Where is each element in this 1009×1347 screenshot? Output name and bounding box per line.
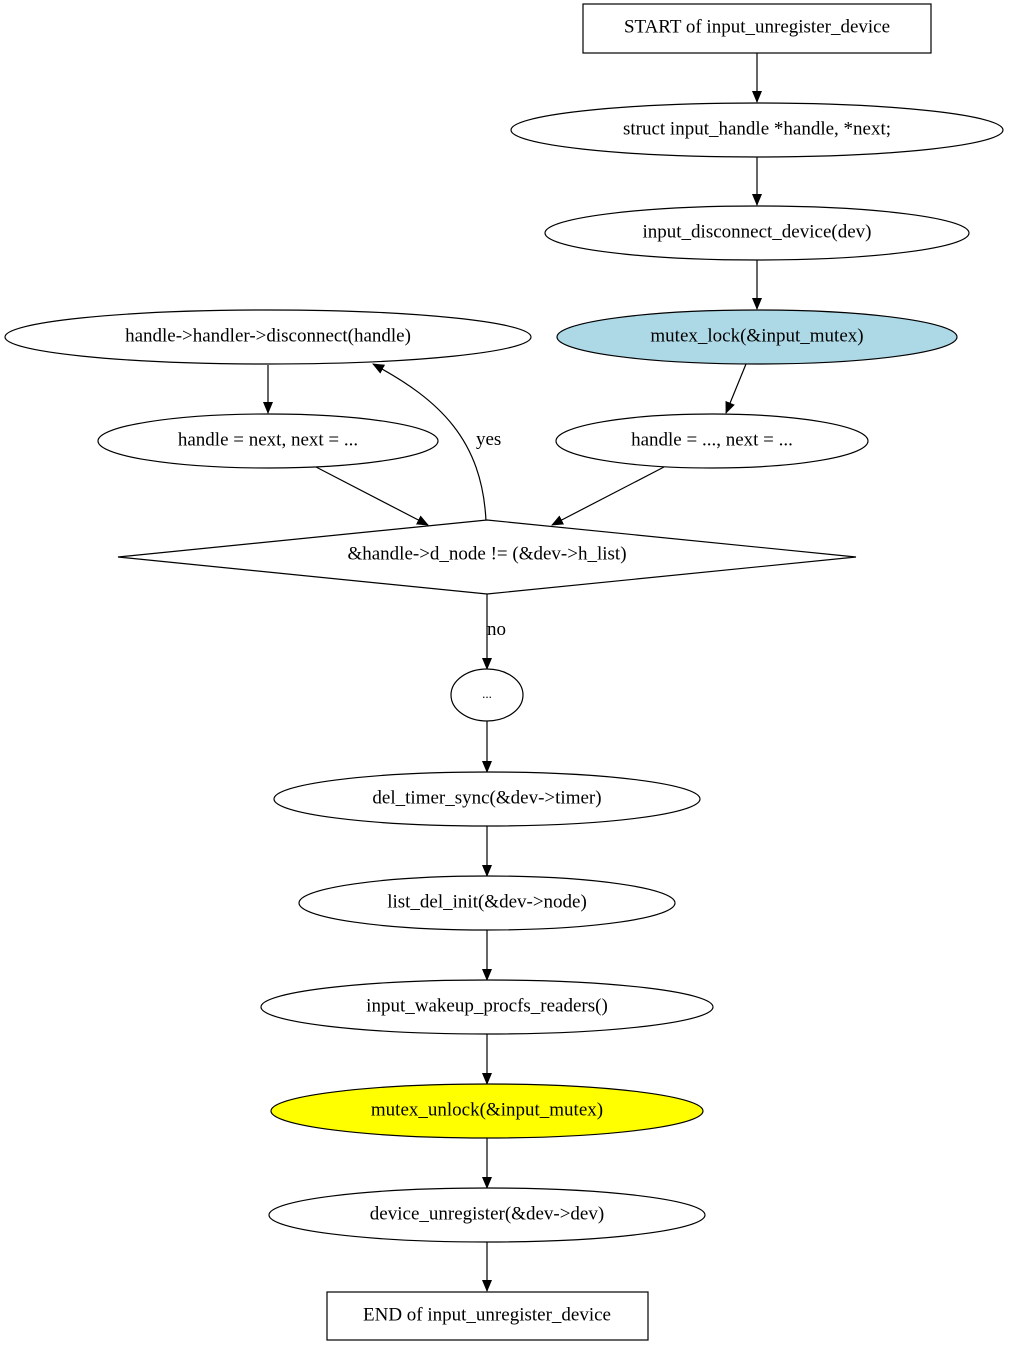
node-handle-next-label: handle = next, next = ...: [178, 429, 358, 450]
edges: [263, 53, 762, 1292]
node-ellipsis-label: ...: [482, 686, 492, 701]
node-decl-label: struct input_handle *handle, *next;: [623, 118, 891, 139]
node-del-timer-label: del_timer_sync(&dev->timer): [372, 787, 601, 808]
node-ellipsis: ...: [450, 668, 524, 722]
node-mutex-unlock: mutex_unlock(&input_mutex): [270, 1083, 704, 1139]
node-wakeup: input_wakeup_procfs_readers(): [260, 979, 714, 1035]
node-list-del-label: list_del_init(&dev->node): [387, 891, 587, 912]
node-del-timer: del_timer_sync(&dev->timer): [273, 771, 701, 827]
edge-loop-cond-to-handler-disconnect: [372, 363, 487, 522]
node-loop-cond: &handle->d_node != (&dev->h_list): [117, 519, 857, 595]
node-list-del: list_del_init(&dev->node): [298, 875, 676, 931]
node-handle-init: handle = ..., next = ...: [555, 413, 869, 469]
node-handler-disconnect-label: handle->handler->disconnect(handle): [125, 325, 411, 346]
node-mutex-unlock-label: mutex_unlock(&input_mutex): [371, 1099, 603, 1120]
edge-label-no: no: [487, 619, 506, 640]
edge-label-yes: yes: [476, 429, 501, 450]
node-loop-cond-label: &handle->d_node != (&dev->h_list): [347, 543, 626, 564]
node-start-label: START of input_unregister_device: [624, 16, 890, 37]
node-mutex-lock-label: mutex_lock(&input_mutex): [650, 325, 863, 346]
node-wakeup-label: input_wakeup_procfs_readers(): [366, 995, 608, 1016]
node-disconnect-device-label: input_disconnect_device(dev): [643, 221, 872, 242]
edge-handle-init-to-loop-cond: [551, 466, 665, 526]
node-end-label: END of input_unregister_device: [363, 1304, 611, 1325]
edge-handle-next-to-loop-cond: [315, 466, 429, 526]
node-handle-init-label: handle = ..., next = ...: [631, 429, 793, 450]
node-mutex-lock: mutex_lock(&input_mutex): [556, 309, 958, 365]
node-handler-disconnect: handle->handler->disconnect(handle): [4, 309, 532, 365]
edge-mutex-lock-to-handle-init: [725, 363, 747, 414]
node-device-unregister-label: device_unregister(&dev->dev): [370, 1203, 604, 1224]
node-handle-next: handle = next, next = ...: [97, 413, 439, 469]
node-decl: struct input_handle *handle, *next;: [510, 102, 1004, 158]
node-disconnect-device: input_disconnect_device(dev): [544, 205, 970, 261]
node-end: END of input_unregister_device: [326, 1291, 649, 1341]
node-start: START of input_unregister_device: [582, 3, 932, 54]
node-device-unregister: device_unregister(&dev->dev): [268, 1187, 706, 1243]
